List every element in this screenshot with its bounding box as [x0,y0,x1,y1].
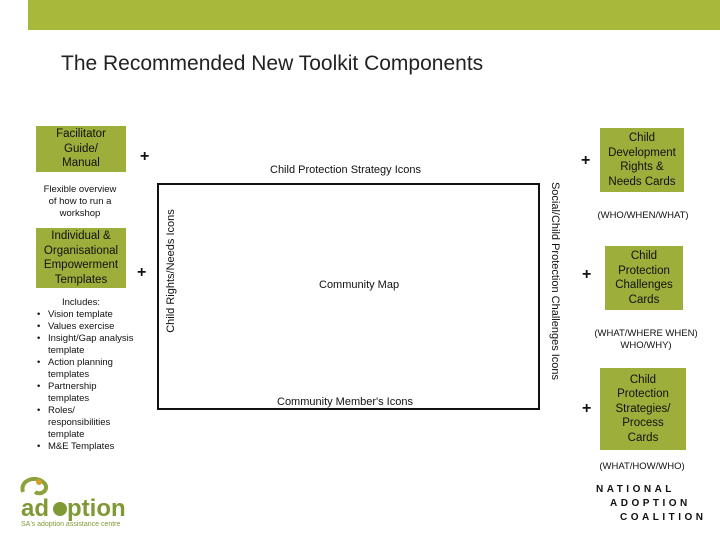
list-item: Insight/Gap analysis template [34,333,134,357]
overview-line: workshop [59,208,101,219]
adoption-logo: ad ption SA's adoption assistance centre [15,470,130,532]
community-member-icons-label: Community Member's Icons [277,396,413,408]
community-map-label: Community Map [319,279,400,291]
national-adoption-coalition-logo: NATIONAL ADOPTION COALITION [590,478,708,526]
plus-sign: + [581,152,591,169]
child-protection-challenges-cards: Child Protection Challenges Cards [605,246,683,310]
list-item: M&E Templates [34,441,134,453]
card2-line: Cards [628,293,660,306]
includes-heading: Includes: [62,297,101,308]
list-item: Values exercise [34,321,134,333]
card2-note: (WHAT/WHERE WHEN) WHO/WHY) [582,328,710,352]
card1-line: Development [608,146,676,159]
includes-list-block: Includes: Vision template Values exercis… [34,297,134,453]
child-development-rights-needs-cards: Child Development Rights & Needs Cards [600,128,684,192]
adoption-logo-graphic: ad ption [20,476,126,522]
svg-text:ad: ad [21,495,49,522]
overview-line: Flexible overview [43,184,117,195]
card3-note: (WHAT/HOW/WHO) [599,461,685,472]
nac-line: ADOPTION [610,498,691,509]
list-item: Roles/ responsibilities template [34,405,134,441]
includes-list: Vision template Values exercise Insight/… [34,309,134,453]
empowerment-templates-box: Individual & Organisational Empowerment … [36,228,126,288]
card3-line: Process [622,417,664,430]
card1-line: Child [628,132,656,144]
facilitator-line: Facilitator [56,128,106,141]
templates-line: Individual & [51,230,111,242]
nac-line: NATIONAL [596,484,675,495]
adoption-logo-tagline: SA's adoption assistance centre [21,521,121,528]
card3-line: Protection [617,388,669,401]
overview-text: Flexible overview of how to run a worksh… [30,184,130,220]
facilitator-line: Manual [62,157,100,170]
card2-line: Challenges [615,279,673,291]
card3-line: Strategies/ [615,402,671,415]
card2-note-line: (WHAT/WHERE WHEN) [594,328,698,339]
page-title: The Recommended New Toolkit Components [61,52,484,75]
card3-line: Child [629,373,657,386]
facilitator-guide-box: Facilitator Guide/ Manual [36,126,126,172]
card2-note-line: WHO/WHY) [620,340,672,351]
templates-line: Templates [54,273,108,286]
templates-line: Organisational [43,244,119,257]
plus-sign: + [137,264,147,281]
list-item: Action planning templates [34,357,134,381]
child-protection-strategy-icons-label: Child Protection Strategy Icons [270,164,422,176]
card2-line: Child [630,250,658,262]
svg-text:ption: ption [67,495,126,522]
card1-line: Rights & [620,161,664,173]
challenges-icons-label: Social/Child Protection Challenges Icons [549,181,561,381]
templates-line: Empowerment [43,259,119,271]
overview-line: of how to run a [48,196,112,207]
card3-line: Cards [627,431,659,444]
top-accent-bar [28,0,720,30]
card1-note: (WHO/WHEN/WHAT) [597,210,689,221]
community-map-frame [157,183,540,410]
child-protection-strategies-cards: Child Protection Strategies/ Process Car… [600,368,686,450]
plus-sign: + [140,148,150,165]
child-rights-needs-icons-label: Child Rights/Needs Icons [165,209,177,333]
nac-line: COALITION [620,512,707,523]
list-item: Vision template [34,309,134,321]
card2-line: Protection [618,264,670,277]
card1-line: Needs Cards [608,175,676,188]
plus-sign: + [582,400,592,417]
list-item: Partnership templates [34,381,134,405]
facilitator-line: Guide/ [64,142,98,155]
plus-sign: + [582,266,592,283]
